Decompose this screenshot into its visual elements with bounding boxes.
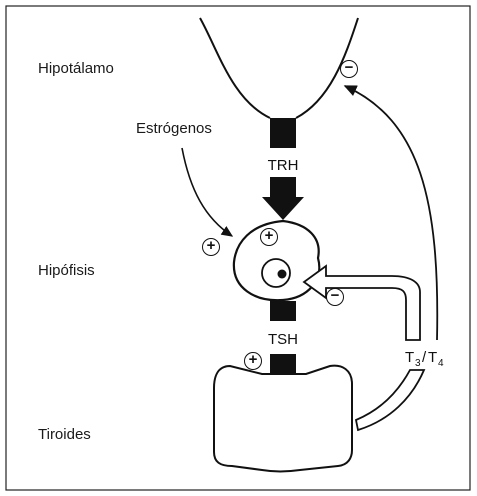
t3-letter: T bbox=[405, 349, 414, 366]
stalk-upper bbox=[270, 118, 296, 148]
pituitary-label: Hipófisis bbox=[38, 262, 95, 279]
tsh-label: TSH bbox=[268, 331, 298, 348]
tsh-stimulation-sign: + bbox=[244, 352, 262, 370]
estrogens-arrow bbox=[182, 148, 232, 236]
t3-subscript: 3 bbox=[415, 358, 421, 369]
thyroid-label: Tiroides bbox=[38, 426, 91, 443]
hypothalamus-inhibition-sign: − bbox=[340, 60, 358, 78]
thyroid-to-hormones-band bbox=[356, 370, 424, 430]
stalk-middle bbox=[270, 177, 296, 197]
t3-t4-slash: / bbox=[422, 349, 427, 366]
feedback-to-hypothalamus-arrow bbox=[345, 86, 437, 340]
trh-arrow-head bbox=[262, 197, 304, 220]
pituitary-nucleolus bbox=[278, 270, 287, 279]
trh-stimulation-sign: + bbox=[260, 228, 278, 246]
trh-label: TRH bbox=[268, 157, 299, 174]
feedback-to-pituitary-arrow bbox=[304, 266, 420, 340]
stalk-lower bbox=[270, 301, 296, 321]
thyroid-outline bbox=[214, 366, 352, 472]
t4-subscript: 4 bbox=[438, 358, 444, 369]
estrogens-label: Estrógenos bbox=[136, 120, 212, 137]
hypothalamus-label: Hipotálamo bbox=[38, 60, 114, 77]
t4-letter: T bbox=[428, 349, 437, 366]
pituitary-inhibition-sign: − bbox=[326, 288, 344, 306]
hypothalamus-outline bbox=[200, 18, 358, 118]
estrogens-stimulation-sign: + bbox=[202, 238, 220, 256]
